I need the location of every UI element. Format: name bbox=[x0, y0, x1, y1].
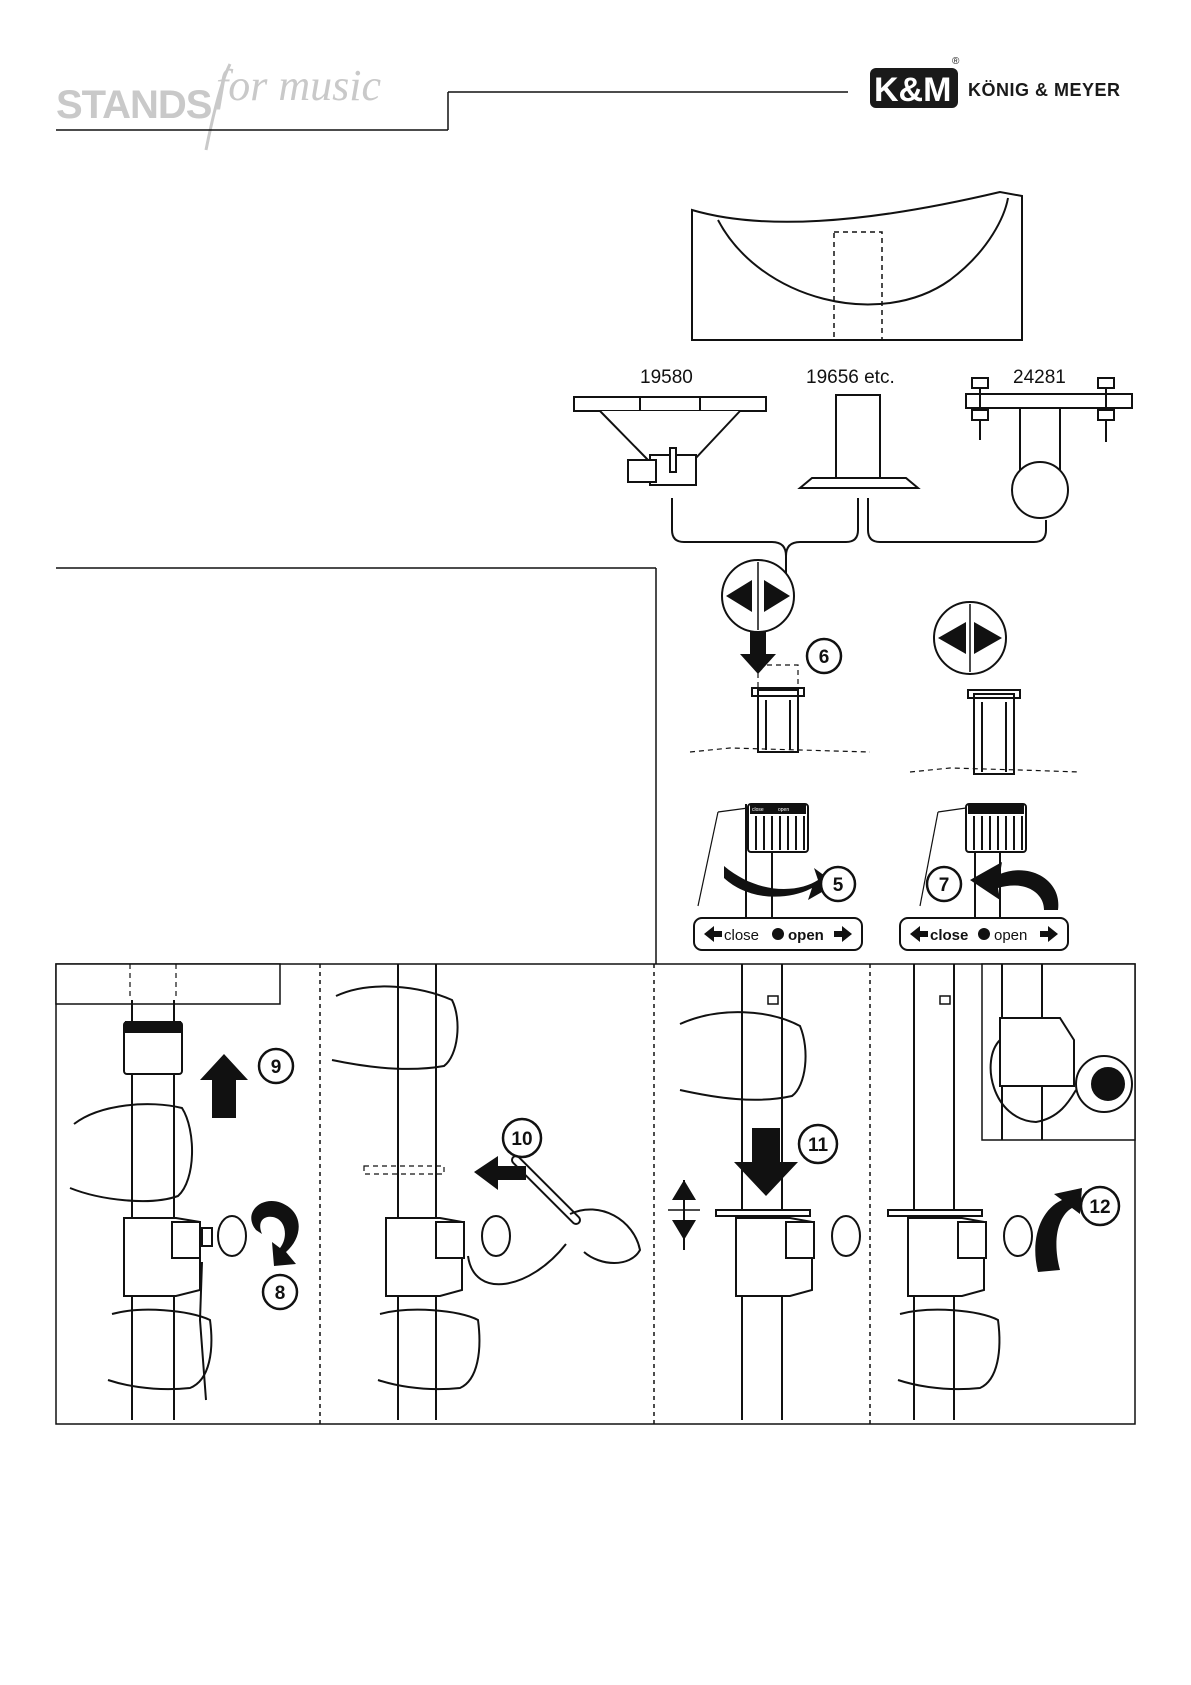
header: STANDS for music K&M ® KÖNIG & MEYER bbox=[56, 44, 1121, 150]
registered-mark: ® bbox=[952, 56, 960, 67]
panel-step-11 bbox=[680, 964, 860, 1420]
step-badge-12: 12 bbox=[1081, 1187, 1119, 1225]
step-badge-9: 9 bbox=[259, 1049, 293, 1083]
lock-ring-left: close open bbox=[748, 804, 808, 852]
pill-1-close-label: close bbox=[724, 927, 759, 944]
ring-open-label: open bbox=[778, 807, 789, 813]
panel-step-8-9 bbox=[56, 964, 280, 1420]
speaker-cabinet-diagram bbox=[692, 192, 1022, 340]
step-5-6-illustration: close open bbox=[690, 560, 870, 918]
brand-stands-text: STANDS bbox=[56, 83, 212, 127]
panel-step-10 bbox=[332, 964, 640, 1420]
step-number-10: 10 bbox=[511, 1129, 532, 1150]
lock-ring-right bbox=[966, 804, 1026, 852]
company-name: KÖNIG & MEYER bbox=[968, 80, 1121, 100]
pill-1-open-label: open bbox=[788, 927, 824, 944]
adapter-label-19656: 19656 etc. bbox=[806, 367, 895, 388]
pill-2-close-label: close bbox=[930, 927, 968, 944]
step-number-8: 8 bbox=[275, 1283, 286, 1304]
step-number-11: 11 bbox=[808, 1135, 829, 1156]
step-badge-6: 6 bbox=[807, 639, 841, 673]
step-badge-7: 7 bbox=[927, 867, 961, 901]
close-open-pill-1: close open bbox=[694, 918, 862, 950]
stands-for-music-brand: STANDS for music bbox=[56, 61, 848, 150]
adapter-19580-illustration bbox=[574, 397, 766, 485]
step-number-12: 12 bbox=[1089, 1197, 1110, 1218]
adapter-label-19580: 19580 bbox=[640, 367, 693, 388]
step-number-6: 6 bbox=[819, 647, 830, 668]
brand-for-music-text: for music bbox=[216, 61, 381, 110]
adapter-24281-illustration bbox=[966, 378, 1132, 518]
step-number-9: 9 bbox=[271, 1057, 282, 1078]
step-number-7: 7 bbox=[939, 875, 950, 896]
adapter-label-24281: 24281 bbox=[1013, 367, 1066, 388]
step-badge-5: 5 bbox=[821, 867, 855, 901]
adapter-19656-illustration bbox=[800, 395, 918, 488]
close-open-pill-2: close open bbox=[900, 918, 1068, 950]
km-logo: K&M ® KÖNIG & MEYER bbox=[870, 44, 1121, 132]
pill-2-open-label: open bbox=[994, 927, 1027, 944]
step-badge-11: 11 bbox=[799, 1125, 837, 1163]
adapter-bracket-connector bbox=[672, 498, 1046, 576]
step-badge-8: 8 bbox=[263, 1275, 297, 1309]
ring-close-label: close bbox=[752, 807, 764, 813]
km-logo-text: K&M bbox=[874, 71, 951, 109]
step-badge-10: 10 bbox=[503, 1119, 541, 1157]
step-number-5: 5 bbox=[833, 875, 844, 896]
adapter-row: 19580 19656 etc. 24281 bbox=[574, 367, 1132, 576]
